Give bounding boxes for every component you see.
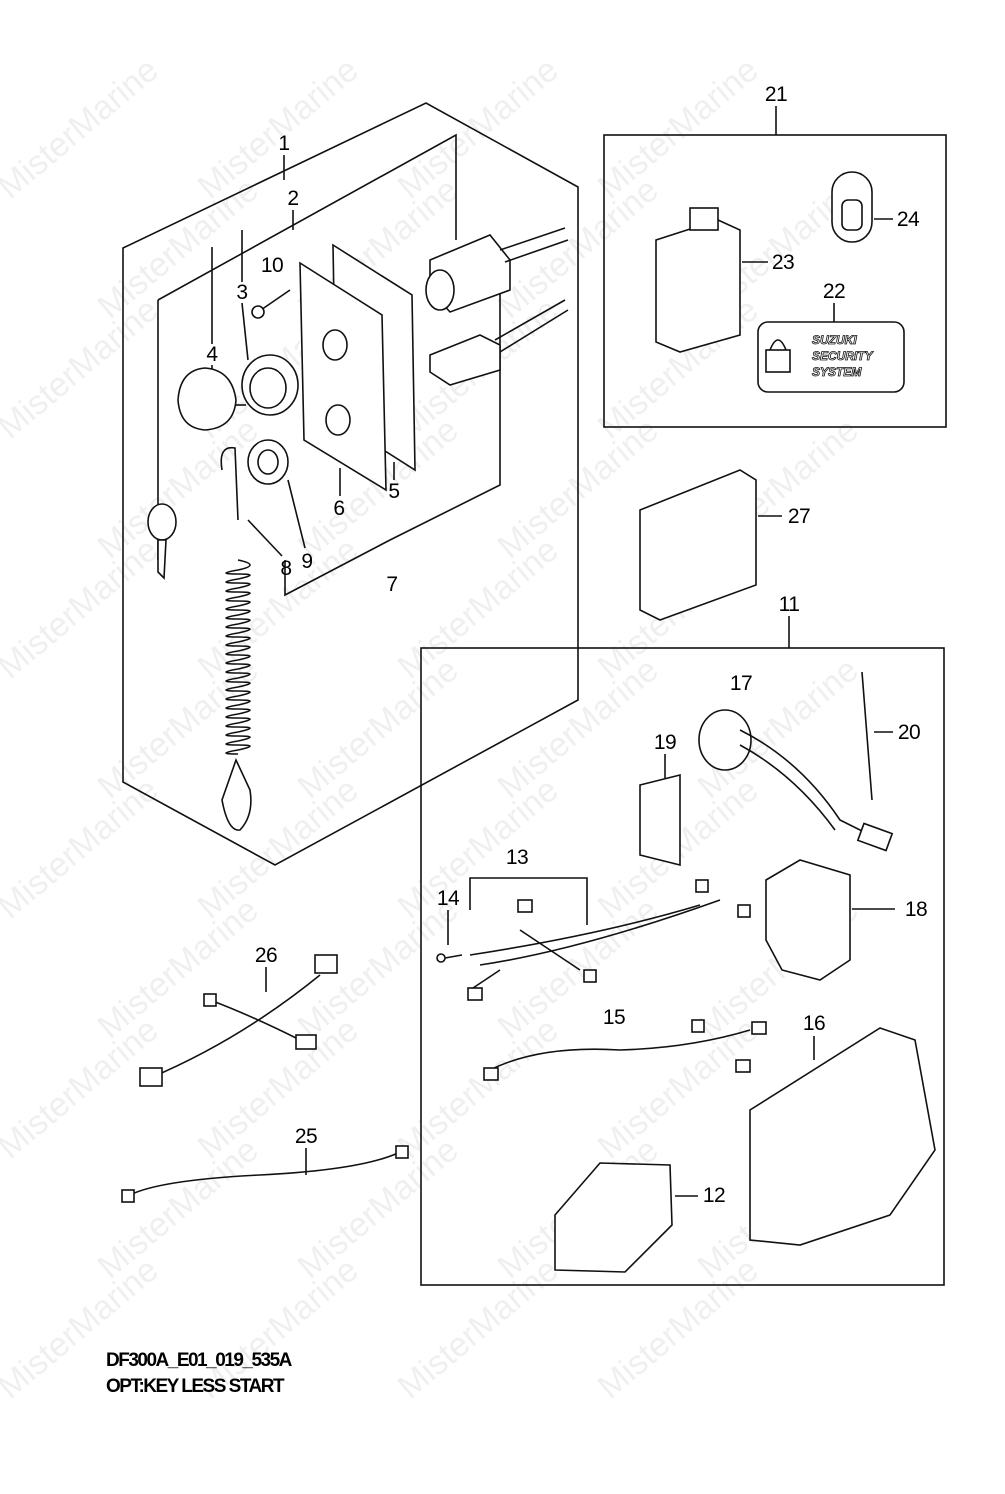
control-module-part-27: [639, 469, 782, 621]
callout-12: 12: [703, 1184, 725, 1207]
callout-10: 10: [261, 254, 283, 277]
diagram-title: OPT:KEY LESS START: [106, 1376, 285, 1397]
callout-16: 16: [803, 1012, 825, 1035]
callout-14: 14: [437, 887, 460, 910]
security-label-line-1: SUZUKI: [812, 333, 857, 347]
washer-part-9: [247, 439, 306, 549]
callout-7: 7: [386, 573, 397, 596]
callout-23: 23: [772, 251, 794, 274]
diagram-code: DF300A_E01_019_535A: [106, 1350, 292, 1371]
callout-27: 27: [788, 505, 810, 528]
screw-part-10: [251, 289, 291, 319]
relay-part-18: [765, 859, 895, 981]
group-box-11: [420, 647, 945, 1286]
group-box-21: [603, 134, 947, 428]
callout-18: 18: [905, 898, 927, 921]
harness-part-15: [483, 1019, 767, 1081]
ignition-switch-part: [425, 227, 569, 386]
bracket-part-16: [749, 1027, 936, 1246]
security-label-line-2: SECURITY: [812, 349, 874, 363]
callout-8: 8: [280, 557, 291, 580]
cable-tie-part-20: [861, 671, 893, 801]
callout-20: 20: [898, 721, 920, 744]
callout-25: 25: [295, 1125, 317, 1148]
harness-part-25: [121, 1145, 409, 1203]
key-part: [147, 503, 177, 580]
receiver-part-17: [698, 709, 894, 852]
immobilizer-unit-part-23: [655, 207, 768, 353]
callout-5: 5: [388, 480, 399, 503]
nut-part-3: [241, 354, 299, 416]
screw-part-14: [436, 910, 463, 963]
callout-24: 24: [897, 208, 920, 231]
callout-22: 22: [823, 280, 845, 303]
callout-9: 9: [301, 550, 312, 573]
callout-1: 1: [278, 132, 289, 155]
callout-19: 19: [654, 731, 676, 754]
group-box-1: [122, 102, 579, 866]
callout-3: 3: [236, 281, 247, 304]
group-box-7: [284, 260, 501, 597]
fob-part-24: [831, 171, 893, 243]
callout-17: 17: [730, 672, 752, 695]
case-part-12: [554, 1162, 698, 1273]
harness-part-13: [467, 879, 751, 1001]
security-sticker-part-22: SUZUKI SECURITY SYSTEM: [757, 321, 905, 393]
security-label-line-3: SYSTEM: [812, 365, 862, 379]
callout-4: 4: [206, 343, 218, 366]
callout-6: 6: [333, 497, 344, 520]
callout-2: 2: [287, 187, 298, 210]
group-box-2: [157, 133, 457, 301]
callout-21: 21: [765, 83, 787, 106]
knob-part-4: [177, 367, 246, 431]
manual-part-19: [639, 754, 681, 867]
panel-plate-part-6: [299, 243, 416, 496]
callout-15: 15: [603, 1006, 625, 1029]
callout-26: 26: [255, 944, 277, 967]
callout-11: 11: [779, 593, 800, 616]
harness-part-26: [139, 954, 338, 1087]
lanyard-part-8: [220, 446, 283, 831]
callout-13: 13: [506, 846, 528, 869]
